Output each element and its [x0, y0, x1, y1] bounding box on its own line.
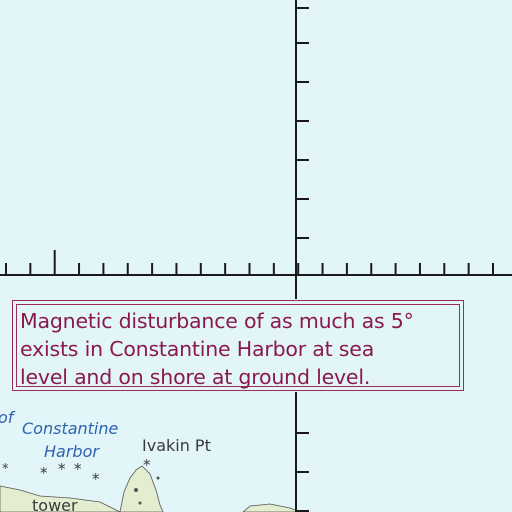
grid-ticks-horizontal	[5, 250, 494, 275]
harbor-label: Harbor	[44, 442, 99, 461]
land-shore	[0, 485, 121, 512]
grid-ticks-vertical	[296, 7, 309, 512]
rock-symbol: *	[2, 462, 9, 477]
rock-dot	[134, 488, 138, 492]
note-line-1: Magnetic disturbance of as much as 5°	[20, 309, 414, 333]
note-line-2: exists in Constantine Harbor at sea	[20, 337, 375, 361]
note-line-3: level and on shore at ground level.	[20, 365, 371, 389]
rock-symbol: *	[74, 460, 82, 478]
rock-symbol: *	[143, 456, 151, 474]
ivakin-pt-label: Ivakin Pt	[142, 436, 211, 455]
rock-symbol: *	[40, 464, 48, 482]
land-right	[242, 503, 301, 512]
rock-dot	[138, 501, 142, 505]
rock-symbol: *	[58, 460, 66, 478]
land-area	[119, 465, 164, 512]
tower-label: tower	[32, 496, 78, 512]
partial-label-of: of	[0, 408, 14, 427]
rock-symbol: *	[92, 470, 100, 488]
constantine-label: Constantine	[22, 419, 119, 438]
magnetic-disturbance-note: Magnetic disturbance of as much as 5° ex…	[12, 300, 464, 391]
rock-dot	[156, 476, 160, 480]
